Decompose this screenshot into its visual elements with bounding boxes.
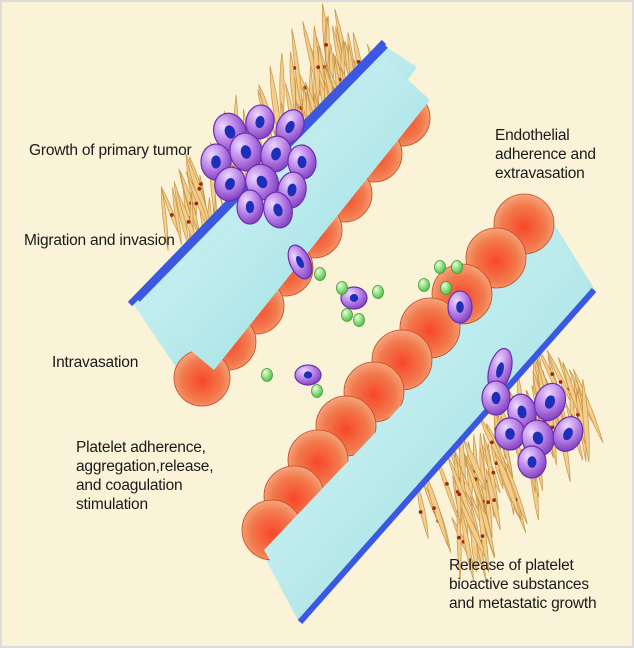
stroma-nucleus (457, 536, 461, 540)
stroma-nucleus (194, 202, 198, 206)
stroma-nucleus (324, 43, 328, 47)
platelet (419, 279, 430, 292)
tumor-nucleus (246, 201, 254, 213)
platelet (337, 282, 348, 295)
tumor-nucleus (505, 428, 515, 440)
stroma-nucleus (316, 65, 320, 69)
tumor-nucleus (528, 456, 537, 468)
platelet (342, 309, 353, 322)
tumor-cell (295, 365, 321, 385)
tumor-nucleus (456, 301, 464, 313)
tumor-nucleus (304, 371, 312, 378)
stroma-nucleus (419, 510, 423, 514)
stroma-nucleus (492, 471, 496, 475)
platelet (452, 261, 463, 274)
platelet (354, 314, 365, 327)
tumor-cell (495, 418, 525, 450)
label-intravasation: Intravasation (52, 353, 138, 372)
stroma-nucleus (559, 380, 563, 384)
tumor-nucleus (211, 156, 221, 169)
stroma-nucleus (199, 182, 203, 186)
stroma-nucleus (432, 506, 436, 510)
platelet (373, 286, 384, 299)
stroma-nucleus (490, 441, 494, 445)
stroma-nucleus (481, 534, 485, 538)
platelet (312, 385, 323, 398)
stroma-nucleus (550, 372, 554, 376)
tumor-nucleus (350, 294, 358, 302)
tumor-cell (518, 446, 546, 478)
label-endothelial-adherence: Endothelial adherence and extravasation (495, 126, 596, 183)
stroma-nucleus (198, 187, 202, 191)
stroma-nucleus (445, 482, 449, 486)
platelet (315, 268, 326, 281)
platelet (435, 261, 446, 274)
label-primary-tumor: Growth of primary tumor (29, 141, 192, 160)
tumor-cell (237, 190, 263, 224)
label-migration: Migration and invasion (24, 231, 175, 250)
stroma-nucleus (187, 220, 191, 224)
stroma-nucleus (170, 213, 174, 217)
label-platelet-release: Release of platelet bioactive substances… (449, 556, 596, 613)
platelet (262, 369, 273, 382)
stroma-nucleus (457, 493, 461, 497)
stroma-nucleus (576, 413, 580, 417)
platelet (441, 282, 452, 295)
tumor-nucleus (492, 392, 501, 404)
label-platelet-adherence: Platelet adherence, aggregation,release,… (76, 438, 213, 514)
tumor-cell (482, 381, 510, 415)
stroma-nucleus (492, 498, 496, 502)
tumor-cell (448, 291, 472, 323)
